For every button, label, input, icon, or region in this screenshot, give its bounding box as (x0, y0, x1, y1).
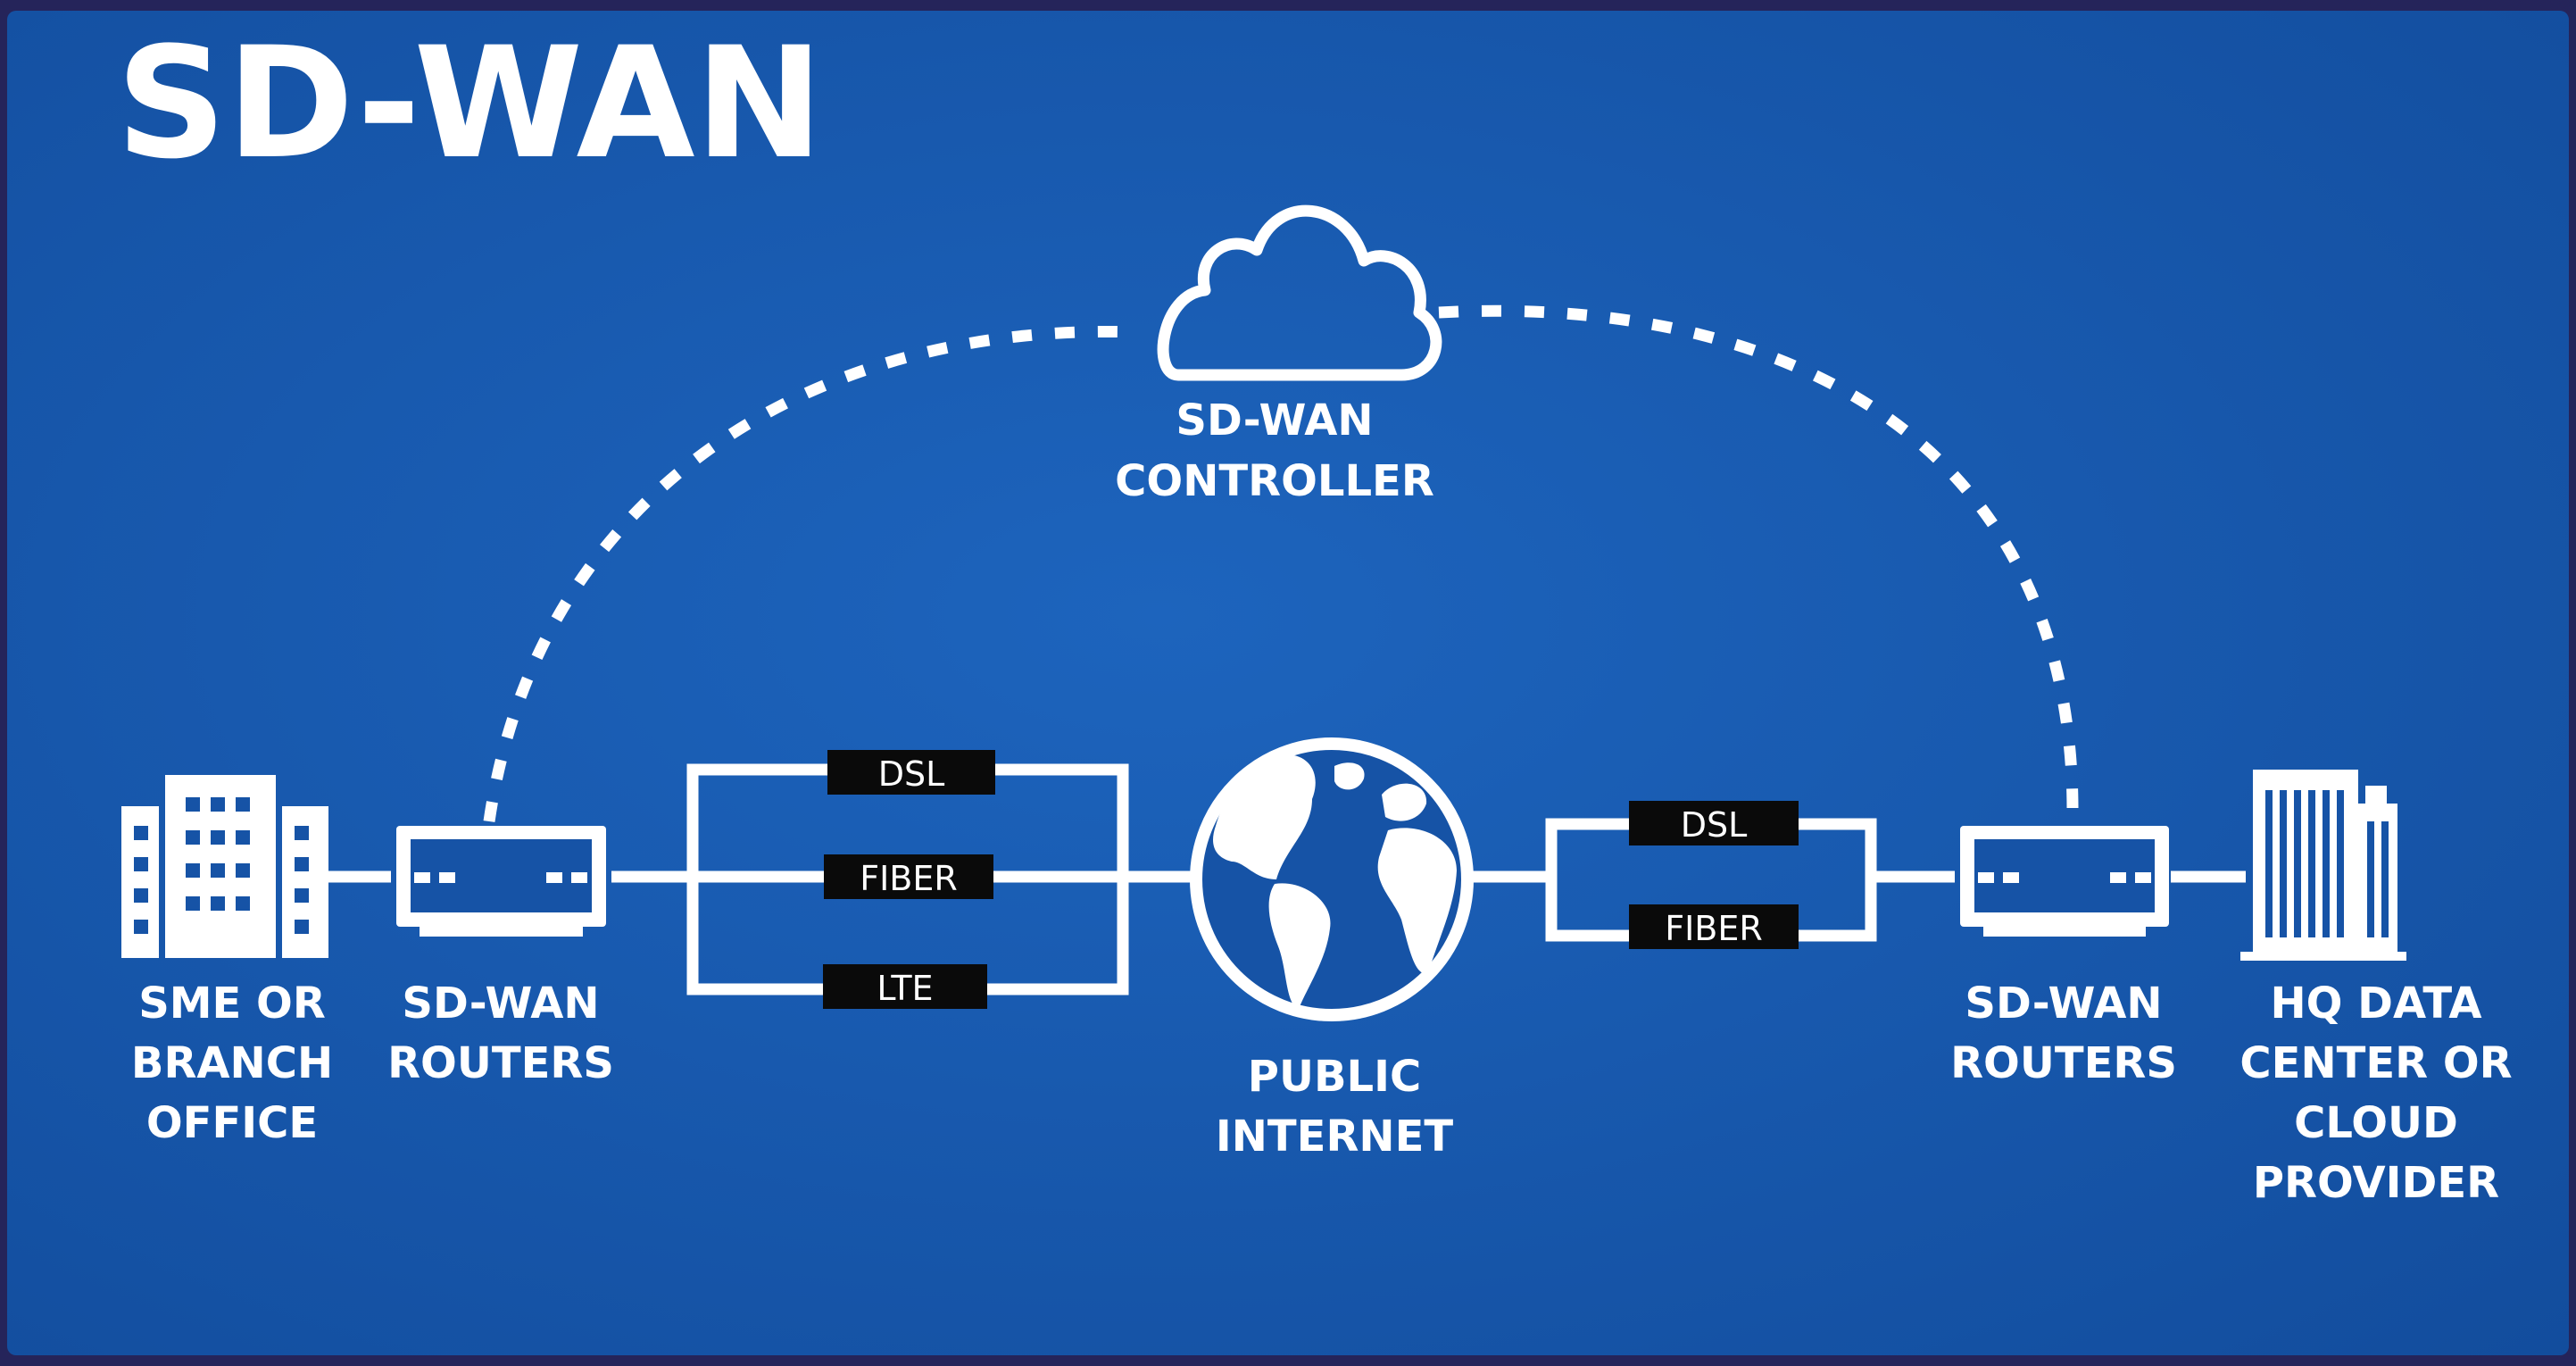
right-router-label-line-1: SD-WAN (1965, 979, 2162, 1029)
left-site-label-line-2: BRANCH (131, 1038, 333, 1088)
router-icon-right (1960, 826, 2169, 937)
link-tag-dsl-right-text: DSL (1681, 805, 1748, 845)
left-site-label: SME OR BRANCH OFFICE (131, 979, 333, 1148)
internet-label-line-2: INTERNET (1216, 1112, 1453, 1162)
right-site-label-line-3: CLOUD (2294, 1098, 2458, 1148)
right-site-label-line-1: HQ DATA (2270, 979, 2481, 1029)
left-router-label-line-1: SD-WAN (402, 979, 599, 1029)
control-link-right (1438, 304, 2079, 809)
link-tag-fiber-text: FIBER (860, 859, 958, 898)
right-link-bundle: DSL FIBER (1545, 801, 1877, 949)
globe-icon (1190, 737, 1474, 1021)
link-tag-lte (823, 964, 987, 1009)
right-site-label-line-2: CENTER OR (2239, 1038, 2512, 1088)
link-tag-dsl-text: DSL (878, 754, 945, 794)
office-building-icon (121, 775, 328, 958)
link-tag-fiber-right (1629, 904, 1799, 949)
control-link-left (483, 325, 1136, 822)
link-tag-lte-text: LTE (877, 969, 933, 1008)
router-icon (396, 826, 606, 937)
left-router-label: SD-WAN ROUTERS (387, 979, 614, 1088)
right-site-label: HQ DATA CENTER OR CLOUD PROVIDER (2239, 979, 2512, 1208)
skyscraper-icon (2240, 770, 2406, 961)
left-router-label-line-2: ROUTERS (387, 1038, 614, 1088)
right-router-label: SD-WAN ROUTERS (1950, 979, 2177, 1088)
internet-label: PUBLIC INTERNET (1216, 1052, 1453, 1162)
controller-label: SD-WAN CONTROLLER (1115, 396, 1434, 506)
internet-label-line-1: PUBLIC (1248, 1052, 1421, 1102)
link-tag-fiber-right-text: FIBER (1665, 909, 1763, 948)
link-tag-dsl-right (1629, 801, 1799, 845)
link-tag-dsl (827, 750, 995, 795)
link-tag-fiber (824, 854, 993, 899)
right-router-label-line-2: ROUTERS (1950, 1038, 2177, 1088)
controller-label-line-1: SD-WAN (1176, 396, 1373, 446)
right-site-label-line-4: PROVIDER (2253, 1158, 2499, 1208)
diagram-background (7, 11, 2569, 1355)
diagram-title: SD-WAN (116, 13, 824, 193)
cloud-icon (1157, 204, 1442, 381)
left-site-label-line-1: SME OR (138, 979, 326, 1029)
left-link-bundle: DSL FIBER LTE (686, 750, 1129, 1009)
controller-label-line-2: CONTROLLER (1115, 456, 1434, 506)
left-site-label-line-3: OFFICE (146, 1098, 318, 1148)
